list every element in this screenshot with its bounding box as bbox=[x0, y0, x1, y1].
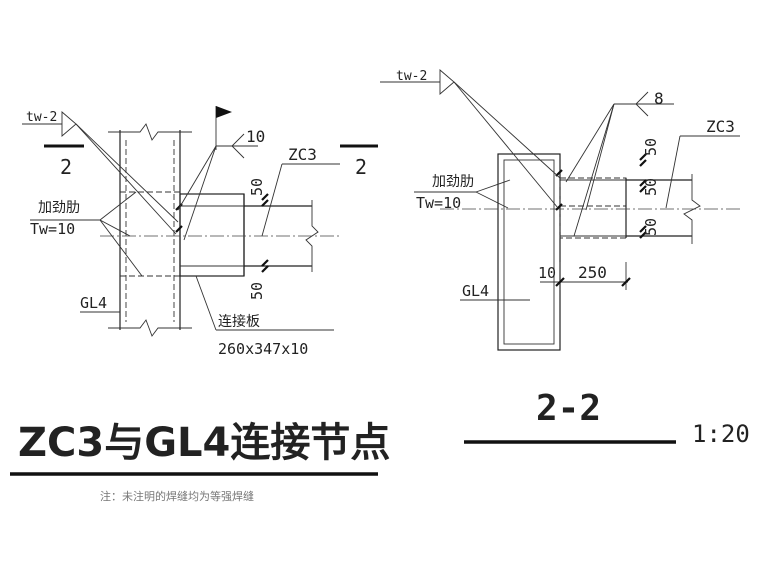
left-gl4-label: GL4 bbox=[80, 294, 107, 312]
drawing-note: 注：未注明的焊缝均为等强焊缝 bbox=[100, 489, 254, 503]
right-stiffener-label: 加劲肋 bbox=[432, 174, 474, 190]
left-section-mark: 2 bbox=[60, 155, 72, 179]
left-dim-upper: 50 bbox=[248, 178, 266, 196]
left-view bbox=[22, 106, 378, 337]
drawing-title: ZC3与GL4连接节点 bbox=[18, 420, 390, 466]
right-dim-b: 50 bbox=[642, 178, 660, 196]
right-section-mark: 2 bbox=[355, 155, 367, 179]
left-stiffener-tw: Tw=10 bbox=[30, 220, 75, 238]
right-zc3-label: ZC3 bbox=[706, 117, 735, 136]
section-name: 2-2 bbox=[536, 388, 601, 429]
section-scale: 1:20 bbox=[692, 420, 750, 448]
left-zc3-label: ZC3 bbox=[288, 145, 317, 164]
left-weld-tw-label: tw-2 bbox=[26, 110, 57, 125]
right-dim-a: 50 bbox=[642, 138, 660, 156]
right-gl4-label: GL4 bbox=[462, 282, 489, 300]
left-stiffener-label: 加劲肋 bbox=[38, 200, 80, 216]
right-dim-gap: 10 bbox=[538, 264, 556, 282]
plate-label: 连接板 bbox=[218, 313, 260, 330]
right-stiffener-tw: Tw=10 bbox=[416, 194, 461, 212]
right-dim-c: 50 bbox=[642, 218, 660, 236]
plate-size: 260x347x10 bbox=[218, 340, 308, 358]
right-view bbox=[380, 69, 740, 351]
left-dim-lower: 50 bbox=[248, 282, 266, 300]
right-dim-len: 250 bbox=[578, 263, 607, 282]
right-weld-tw-label: tw-2 bbox=[396, 69, 427, 84]
left-weld-size: 10 bbox=[246, 127, 265, 146]
right-weld-size: 8 bbox=[654, 89, 664, 108]
